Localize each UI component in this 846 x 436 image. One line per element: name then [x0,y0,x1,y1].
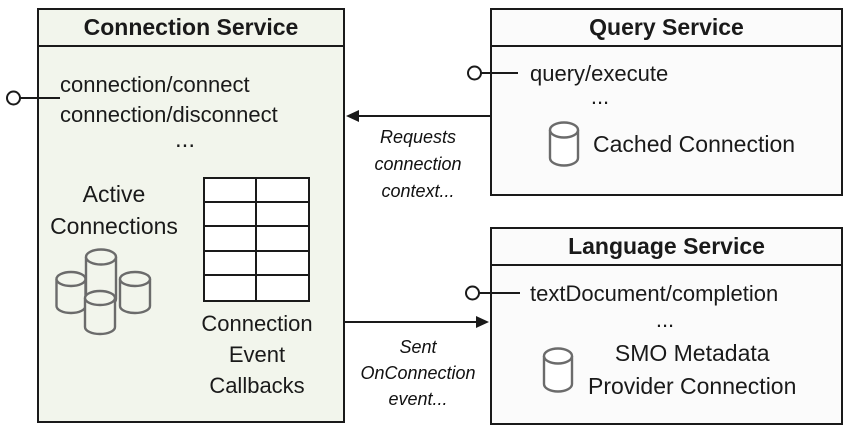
language-service-title: Language Service [492,229,841,266]
table-cell [205,227,257,252]
table-cell [205,203,257,228]
database-cylinder-icon [542,347,574,393]
table-cell [205,251,257,276]
active-connections-line2: Connections [50,213,178,239]
sent-line2: OnConnection [360,363,476,383]
table-cell [256,252,308,276]
query-service-title: Query Service [492,10,841,47]
sent-line1: Sent [399,337,437,357]
table-cell [256,203,308,228]
callbacks-line2: Event [228,342,286,367]
table-cell [256,179,308,204]
active-connections-line1: Active [82,181,146,207]
connection-service-box: Connection Service connection/connect co… [37,8,345,423]
database-cylinder-icon [548,121,580,167]
language-service-ellipsis: ... [655,307,675,332]
sent-line3: event... [388,389,448,409]
query-lollipop-icon [467,65,482,81]
table-cell [256,227,308,252]
connection-service-title: Connection Service [39,10,343,47]
method-connection-connect: connection/connect [60,72,250,97]
callbacks-line3: Callbacks [209,373,305,398]
connection-service-ellipsis: ... [174,126,195,153]
cached-connection: Cached Connection [548,120,795,168]
callbacks-label: Connection Event Callbacks [197,308,317,401]
smo-metadata-line1: SMO Metadata [614,340,770,366]
method-textdocument-completion: textDocument/completion [530,281,779,306]
smo-metadata-line2: Provider Connection [588,373,797,399]
callbacks-line1: Connection [201,311,313,336]
connection-service-methods: connection/connect connection/disconnect [60,70,278,130]
table-cell [205,179,257,204]
sent-onconnection-event-label: Sent OnConnection event... [338,334,498,412]
requests-connection-context-label: Requests connection context... [348,124,488,205]
sent-arrowhead-icon [476,316,489,328]
language-lollipop-icon [465,285,480,301]
smo-metadata-connection: SMO Metadata Provider Connection [542,337,796,403]
query-service-ellipsis: ... [590,84,610,109]
cached-connection-label: Cached Connection [593,130,796,157]
requests-line2: connection [374,154,462,174]
query-service-box: Query Service query/execute ... Cached C… [490,8,843,196]
method-query-execute: query/execute [530,61,669,86]
connection-lollipop-icon [6,90,21,106]
table-cell [205,275,257,300]
smo-metadata-label: SMO Metadata Provider Connection [588,337,796,403]
active-connections-label: Active Connections [39,178,189,242]
requests-line1: Requests [379,127,457,147]
active-connections-cylinders-icon [55,248,152,336]
language-service-box: Language Service textDocument/completion… [490,227,843,425]
table-cell [257,276,309,300]
method-connection-disconnect: connection/disconnect [60,102,278,127]
callbacks-table [203,177,310,302]
requests-arrowhead-icon [346,110,359,122]
requests-line3: context... [381,181,455,201]
